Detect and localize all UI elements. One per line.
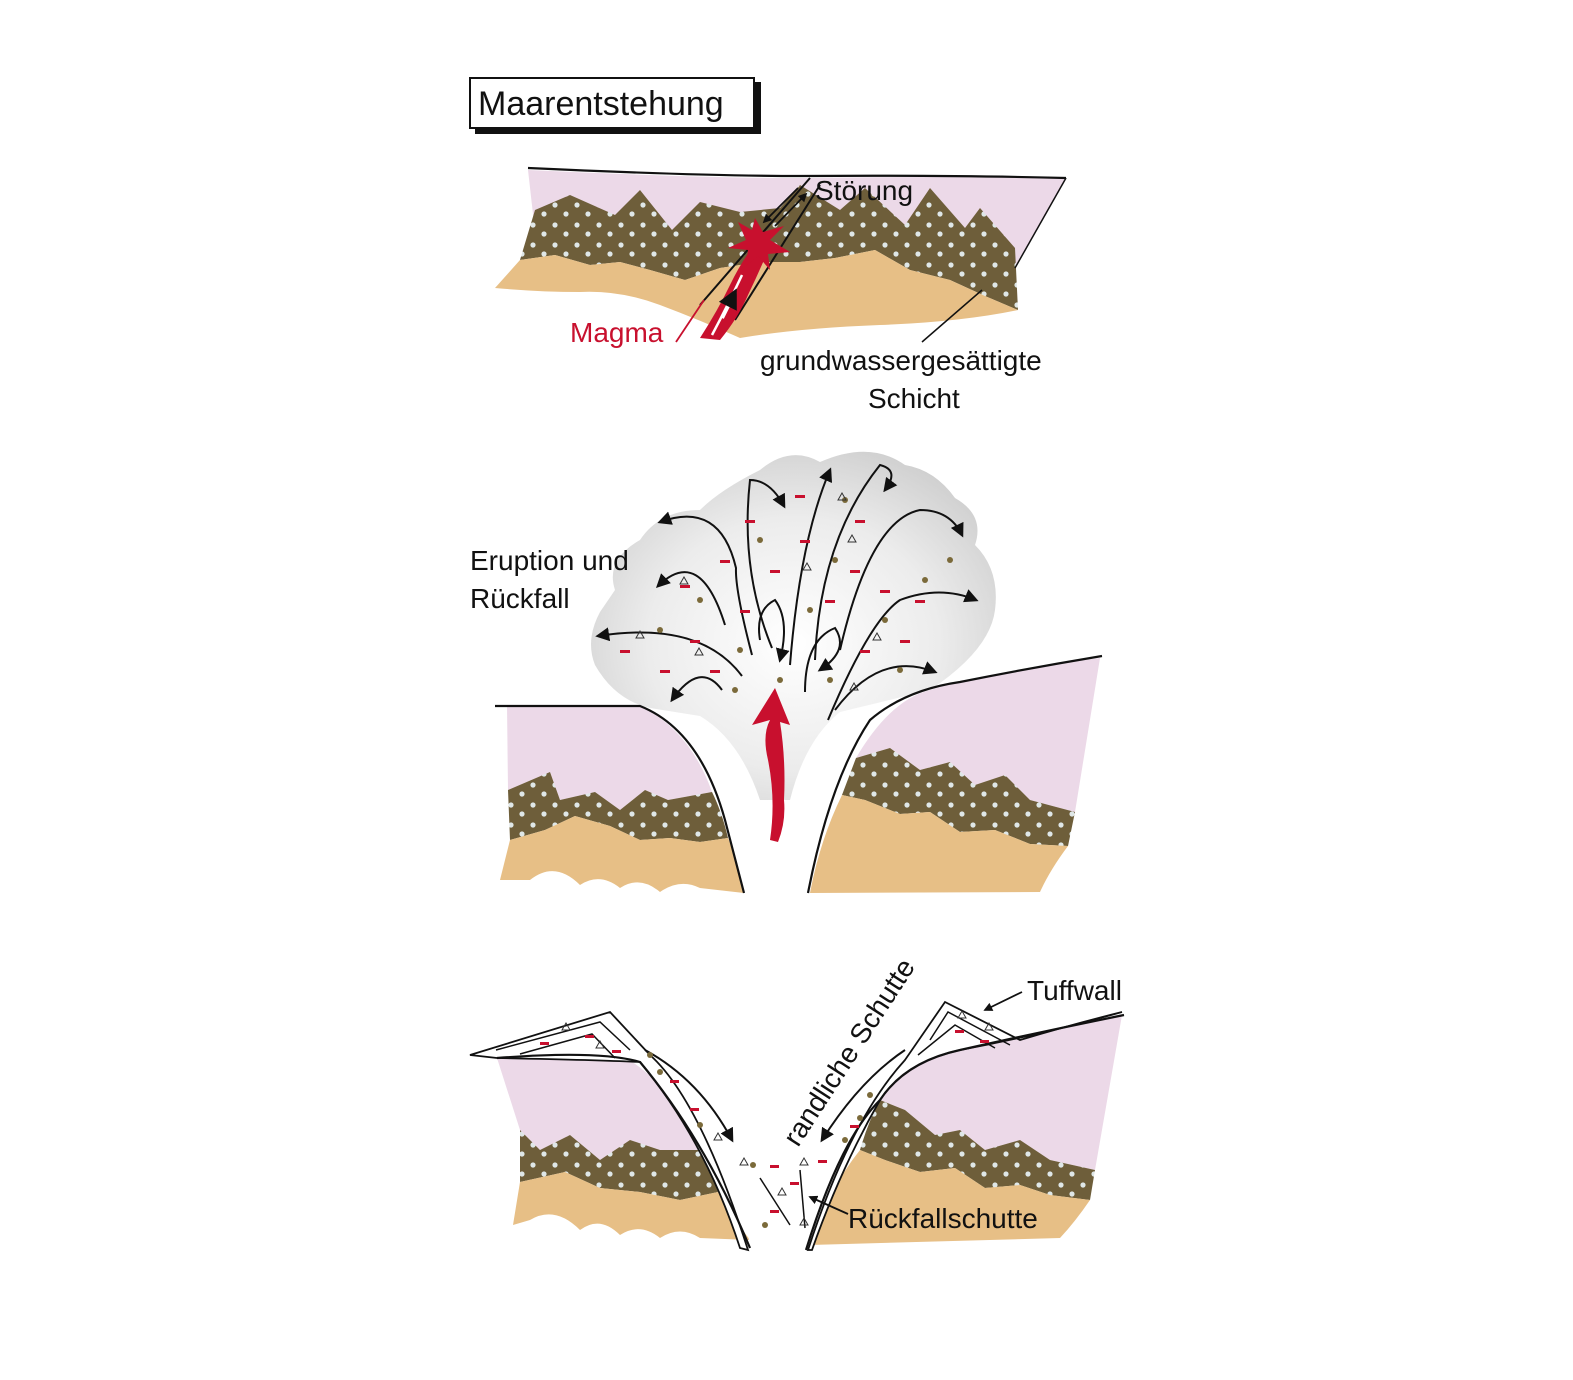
sand-layer xyxy=(495,250,1018,338)
tephra-particles xyxy=(620,491,953,693)
panel-maar-crater: Tuffwall randliche Schutte Rückfallschut… xyxy=(469,953,1125,1252)
right-maar-wall-sand xyxy=(810,1150,1090,1245)
left-maar-wall-pink xyxy=(497,1053,698,1160)
right-crater-wall-aquifer xyxy=(842,748,1075,846)
eruption-label-line1: Eruption und xyxy=(470,545,629,576)
left-crater-wall-pink xyxy=(507,705,712,810)
left-crater-wall-sand xyxy=(500,816,744,893)
panel-eruption: Eruption und Rückfall xyxy=(470,451,1103,894)
rising-magma-arrow xyxy=(752,688,790,842)
right-maar-wall-aquifer xyxy=(860,1100,1095,1200)
tuff-ring-label: Tuffwall xyxy=(1027,975,1122,1006)
fault-label: Störung xyxy=(815,175,913,206)
left-crater-wall-aquifer xyxy=(508,772,728,842)
explosion-star-icon xyxy=(728,218,790,270)
fallback-debris-label: Rückfallschutte xyxy=(848,1203,1038,1234)
title-box: Maarentstehung xyxy=(469,77,761,134)
panel-fault-and-magma: Störung Magma grundwassergesättigte Schi… xyxy=(495,166,1067,414)
left-tuff-ring xyxy=(469,1010,750,1252)
diagram-title: Maarentstehung xyxy=(478,85,724,123)
aquifer-label-line2: Schicht xyxy=(868,383,960,414)
right-maar-wall-pink xyxy=(880,1015,1122,1170)
left-maar-wall-sand xyxy=(513,1172,750,1240)
left-maar-wall-aquifer xyxy=(520,1130,718,1200)
aquifer-label-line1: grundwassergesättigte xyxy=(760,345,1042,376)
right-crater-wall-sand xyxy=(810,795,1068,893)
right-crater-wall-pink xyxy=(856,658,1100,812)
magma-label: Magma xyxy=(570,317,664,348)
deposit-particles xyxy=(540,1009,994,1228)
eruption-label-line2: Rückfall xyxy=(470,583,570,614)
ejection-arrows xyxy=(595,463,979,721)
